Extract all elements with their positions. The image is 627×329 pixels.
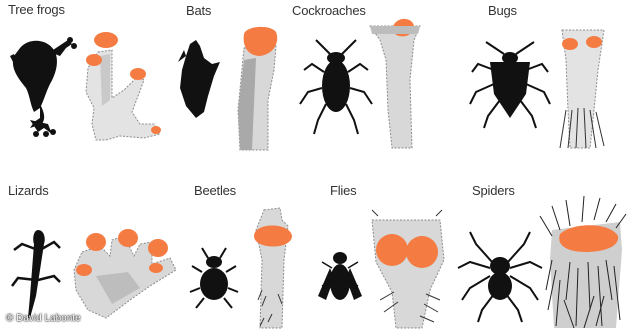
beetle-icon <box>190 248 238 308</box>
bat-thumb-pad-icon <box>238 27 277 150</box>
bat-icon <box>178 40 220 118</box>
spider-icon <box>458 232 542 322</box>
frog-icon <box>10 37 77 137</box>
bug-icon <box>470 42 550 128</box>
cockroach-icon <box>300 40 372 134</box>
image-credit: © David Labonte <box>6 313 81 324</box>
frog-toe-pads-icon <box>86 32 161 140</box>
cockroach-leg-pad-icon <box>370 19 420 148</box>
lizard-icon <box>12 230 60 318</box>
fly-icon <box>318 252 362 300</box>
beetle-leg-pad-icon <box>254 208 292 328</box>
gecko-foot-icon <box>74 229 176 318</box>
spider-hairy-foot-icon <box>540 196 626 328</box>
fly-foot-pads-icon <box>372 210 444 328</box>
bug-leg-pad-icon <box>560 30 604 148</box>
